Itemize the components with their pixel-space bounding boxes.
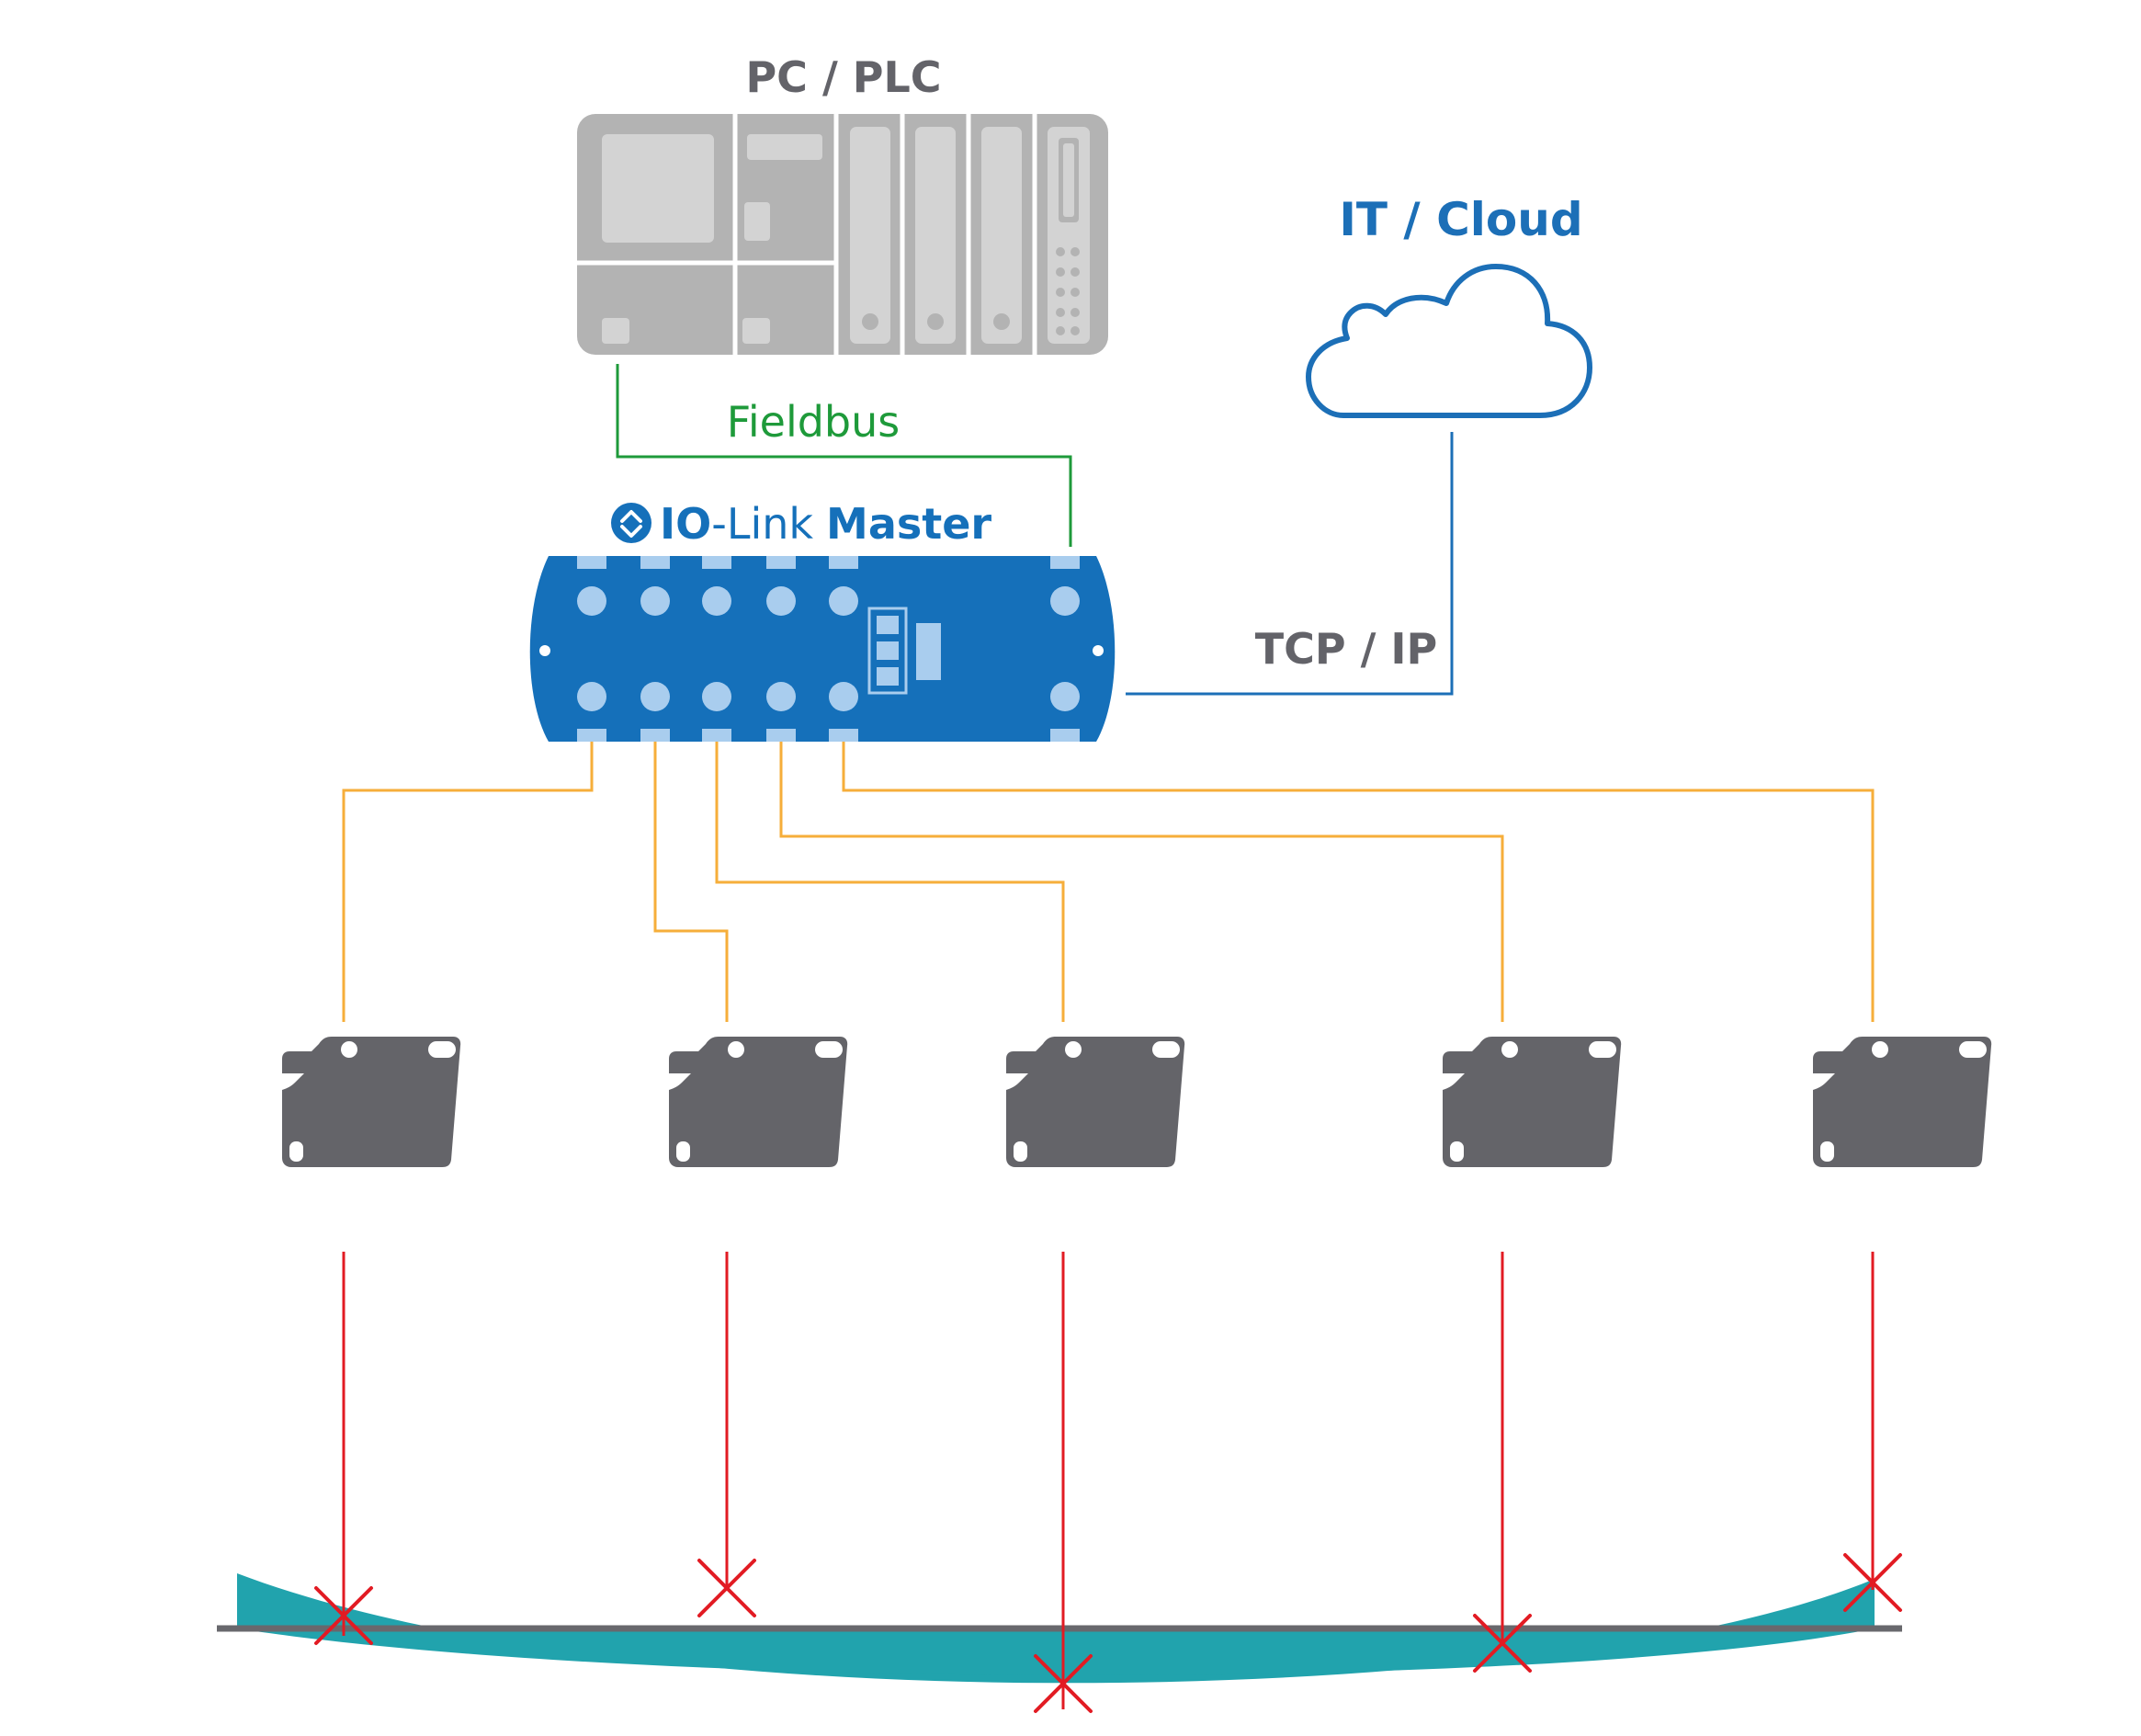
measurement-cross-icon [1034, 1654, 1093, 1713]
measurement-cross-icon [697, 1559, 756, 1617]
it-cloud-label: IT / Cloud [1339, 193, 1582, 246]
iolink-io-text: IO [660, 499, 711, 549]
sensor-icon [282, 1037, 461, 1167]
sensor-icon [669, 1037, 848, 1167]
pc-plc-label: PC / PLC [745, 52, 941, 102]
sensor-icon [1443, 1037, 1622, 1167]
sensor-icon [1006, 1037, 1185, 1167]
io-link-logo-icon [611, 503, 651, 543]
tcp-ip-label: TCP / IP [1255, 624, 1438, 674]
io-link-cables [342, 740, 1875, 1022]
cloud-shape [1306, 264, 1592, 418]
measurement-cross-icon [1473, 1614, 1532, 1673]
io-link-master-title: IO-Link Master [660, 499, 991, 549]
fieldbus-line [616, 364, 1072, 547]
io-link-master-icon [529, 556, 1116, 742]
fieldbus-label: Fieldbus [727, 397, 901, 447]
master-text: Master [826, 499, 991, 549]
measurement-cross-icon [1843, 1553, 1902, 1612]
measurement-cross-icon [314, 1586, 373, 1645]
tcp-ip-line [1126, 432, 1454, 696]
measurement-beams [342, 1252, 1875, 1709]
plc-icon [577, 114, 1108, 355]
sensor-icon [1813, 1037, 1992, 1167]
iolink-link-text: -Link [711, 499, 813, 549]
